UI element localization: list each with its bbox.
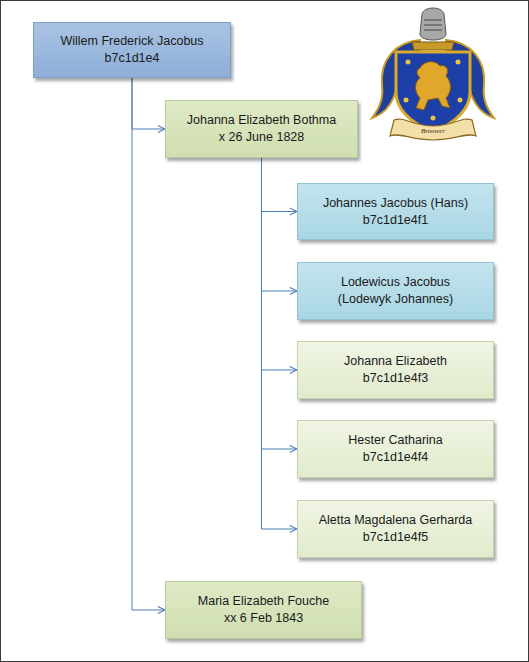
person-name: Willem Frederick Jacobus: [60, 33, 203, 50]
son-box: Johannes Jacobus (Hans)b7c1d1e4f1: [297, 183, 494, 240]
family-connector: [132, 78, 165, 610]
motto-scroll-text: Brouwer: [408, 127, 458, 135]
person-name: Lodewicus Jacobus: [341, 274, 450, 291]
person-detail: b7c1d1e4f3: [363, 370, 428, 387]
person-detail: x 26 June 1828: [219, 129, 305, 146]
person-detail: b7c1d1e4f5: [363, 529, 428, 546]
person-detail: b7c1d1e4f4: [363, 449, 428, 466]
family-connector: [262, 158, 298, 529]
family-connector: [132, 78, 165, 129]
person-name: Johannes Jacobus (Hans): [323, 195, 468, 212]
person-detail: (Lodewyk Johannes): [338, 291, 453, 308]
daughter-box: Aletta Magdalena Gerhardab7c1d1e4f5: [297, 500, 494, 558]
person-box: Willem Frederick Jacobusb7c1d1e4: [33, 22, 231, 78]
person-name: Johanna Elizabeth Bothma: [187, 112, 336, 129]
person-name: Johanna Elizabeth: [344, 353, 447, 370]
person-detail: b7c1d1e4: [105, 50, 160, 67]
family-connector: [262, 158, 298, 370]
daughter-box: Hester Catharinab7c1d1e4f4: [297, 420, 494, 478]
daughter-box: Johanna Elizabethb7c1d1e4f3: [297, 341, 494, 399]
person-name: Maria Elizabeth Fouche: [198, 593, 329, 610]
spouse-box: Johanna Elizabeth Bothmax 26 June 1828: [165, 100, 358, 158]
family-connector: [262, 158, 298, 449]
person-detail: b7c1d1e4f1: [363, 212, 428, 229]
son-box: Lodewicus Jacobus(Lodewyk Johannes): [297, 262, 494, 320]
family-connector: [262, 158, 298, 212]
family-connector: [262, 158, 298, 291]
spouse-box: Maria Elizabeth Fouchexx 6 Feb 1843: [165, 581, 362, 639]
person-name: Hester Catharina: [348, 432, 443, 449]
person-detail: xx 6 Feb 1843: [224, 610, 303, 627]
person-name: Aletta Magdalena Gerharda: [319, 512, 473, 529]
